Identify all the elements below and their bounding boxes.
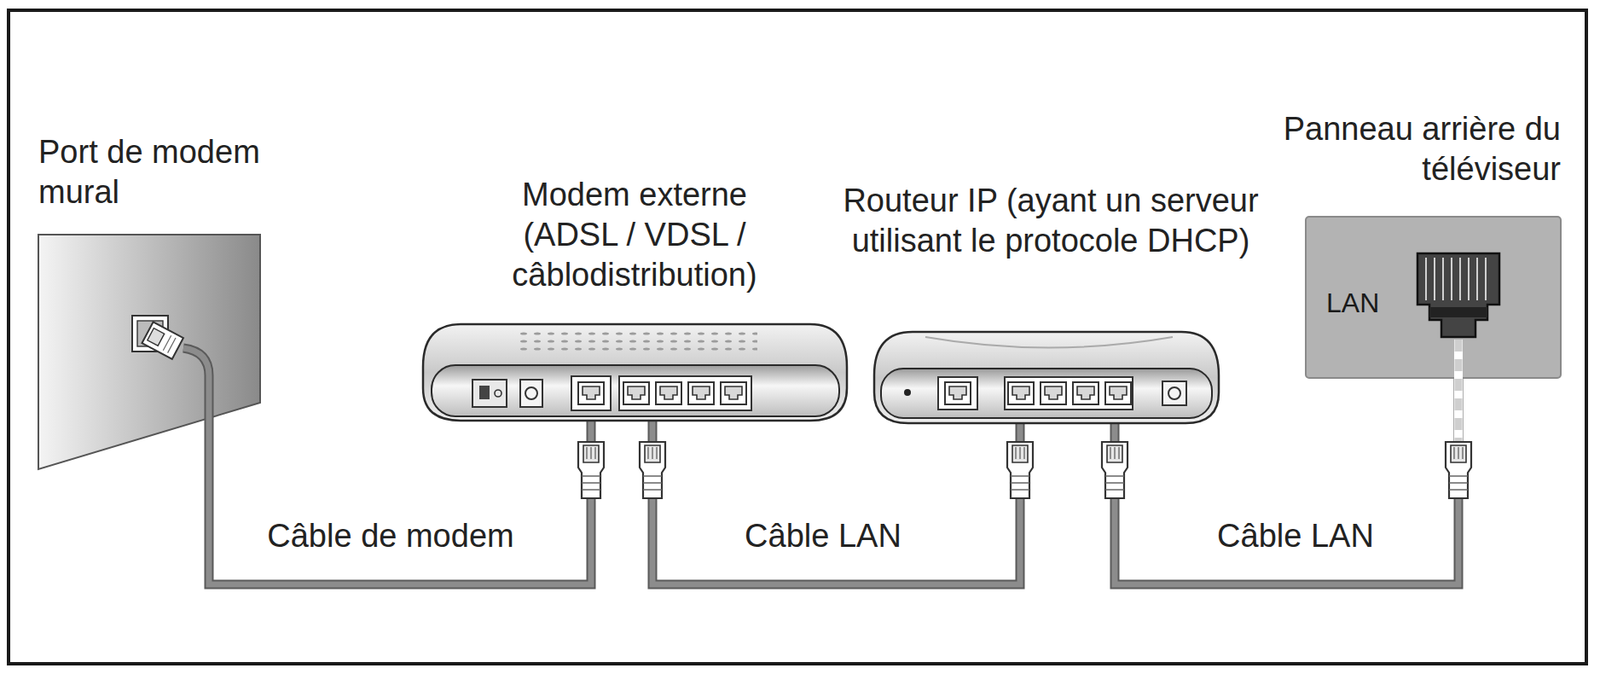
- device-heading: Port de modem mural: [38, 132, 295, 213]
- cable: [208, 420, 592, 585]
- device-heading: Routeur IP (ayant un serveur utilisant l…: [824, 180, 1277, 261]
- cable: [652, 420, 1021, 585]
- device-node: Panneau arrière du téléviseurLAN: [1305, 109, 1561, 378]
- cable-label: Câble LAN: [741, 515, 905, 556]
- port-label: LAN: [1326, 286, 1380, 319]
- device-heading: Modem externe (ADSL / VDSL / câblodistri…: [481, 174, 789, 296]
- cable-label: Câble LAN: [1213, 515, 1378, 556]
- cable-label: Câble de modem: [263, 515, 517, 556]
- device-node: Modem externe (ADSL / VDSL / câblodistri…: [423, 174, 847, 421]
- device-heading: Panneau arrière du téléviseur: [1279, 109, 1561, 190]
- device-node: Port de modem mural: [34, 132, 290, 470]
- device-node: Routeur IP (ayant un serveur utilisant l…: [824, 180, 1277, 424]
